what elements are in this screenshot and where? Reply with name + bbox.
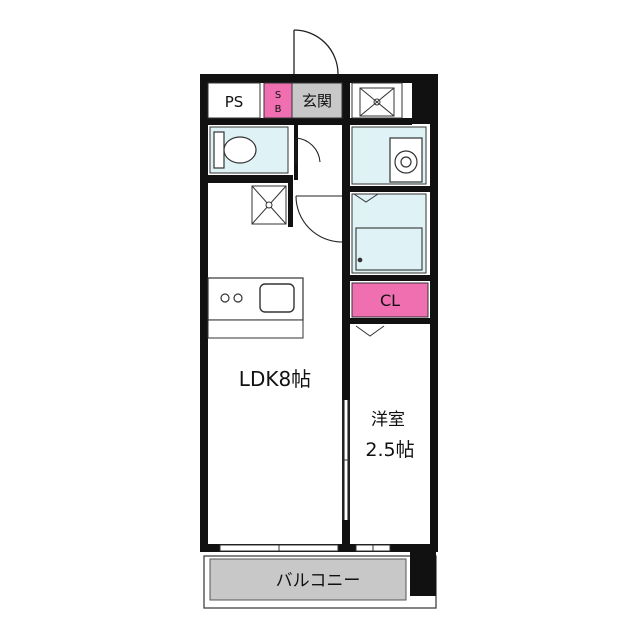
shoe-box	[263, 82, 293, 119]
ps-room	[207, 82, 261, 119]
balcony-floor	[209, 558, 407, 601]
entrance-door	[293, 29, 339, 75]
closet-label: CL	[380, 291, 400, 310]
bedroom-label: 洋室	[371, 410, 405, 430]
entrance-area	[291, 82, 343, 119]
bathtub-icon	[355, 227, 423, 271]
bedroom-size-label: 2.5帖	[365, 439, 414, 461]
balcony-label: バルコニー	[276, 571, 361, 591]
shoe-box-label-b: B	[275, 104, 282, 115]
entrance-label: 玄関	[302, 92, 332, 110]
ps-label: PS	[225, 93, 244, 111]
balcony-outdoor-unit	[410, 552, 436, 596]
bathroom-door-arrow	[353, 193, 379, 203]
bathroom	[351, 193, 427, 274]
sink-icon	[259, 283, 295, 313]
balcony-windows	[219, 544, 391, 552]
toilet-door	[295, 137, 321, 164]
washer-drain-icon	[359, 87, 395, 117]
wash-basin-icon	[389, 137, 423, 183]
ldk-label: LDK8帖	[239, 367, 311, 391]
hall-door	[295, 195, 343, 243]
shoe-box-label: S	[275, 90, 281, 101]
toilet-icon	[213, 131, 257, 169]
closet	[351, 282, 429, 318]
refrigerator-space-icon	[251, 185, 287, 225]
closet-door-arrow	[355, 325, 385, 337]
sliding-door-lines	[342, 400, 350, 520]
stove-icon	[220, 293, 243, 303]
